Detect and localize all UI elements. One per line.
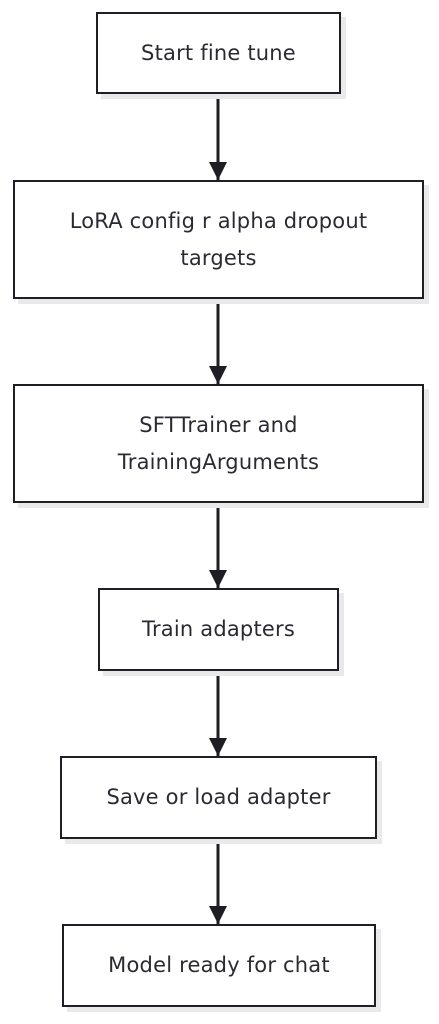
node-start-fine-tune: Start fine tune: [96, 12, 341, 94]
node-label: LoRA config r alpha dropout targets: [69, 208, 368, 270]
node-label: SFTTrainer and TrainingArguments: [117, 412, 320, 474]
node-model-ready: Model ready for chat: [62, 924, 376, 1007]
node-label: Save or load adapter: [106, 785, 331, 809]
node-sfttrainer: SFTTrainer and TrainingArguments: [13, 384, 424, 503]
node-lora-config: LoRA config r alpha dropout targets: [13, 180, 424, 299]
node-train-adapters: Train adapters: [98, 588, 339, 671]
node-label: Train adapters: [142, 617, 295, 641]
node-label: Model ready for chat: [108, 953, 330, 977]
node-label: Start fine tune: [141, 40, 296, 65]
node-save-or-load-adapter: Save or load adapter: [60, 756, 377, 839]
